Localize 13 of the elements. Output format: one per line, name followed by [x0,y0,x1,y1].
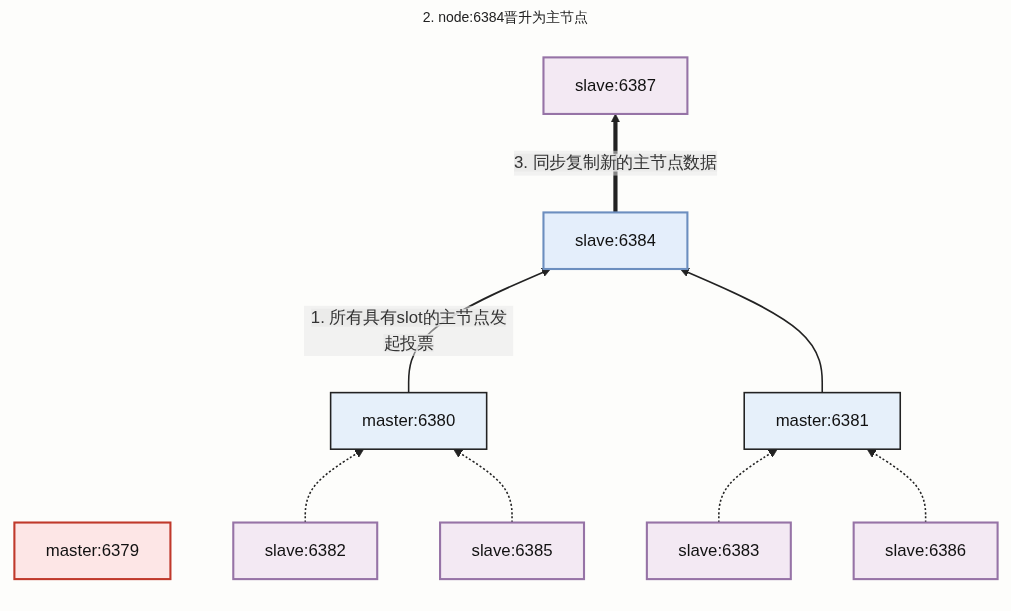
node-box: slave:6385 [438,521,585,581]
node-box: master:6379 [12,521,171,581]
node-box: master:6380 [329,392,487,451]
node-box: master:6381 [742,392,901,451]
node-box: slave:6383 [645,521,792,581]
node-box: slave:6387 [541,56,688,116]
edge-label: 1. 所有具有slot的主节点发起投票 [310,309,506,353]
node-box: slave:6386 [852,521,999,581]
node-box: slave:6382 [231,521,378,581]
edge-label: 3. 同步复制新的主节点数据 [513,154,717,172]
arrow [679,268,823,394]
note-text: 2. node:6384晋升为主节点 [422,9,589,27]
node-box: slave:6384 [541,211,688,271]
